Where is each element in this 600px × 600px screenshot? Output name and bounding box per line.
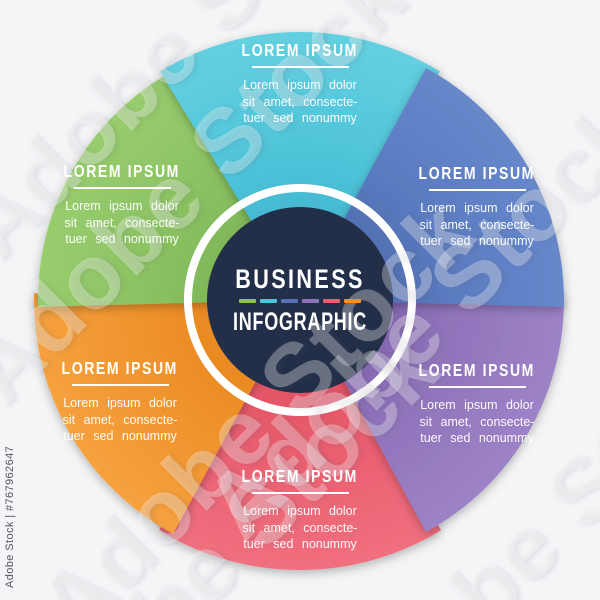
segment-text-top: LOREM IPSUM Lorem ipsum dolor sit amet, …	[185, 40, 415, 127]
heading-underline	[428, 386, 526, 388]
segment-body-line: sit amet, consecte-	[419, 414, 535, 429]
heading-underline	[71, 384, 169, 386]
segment-body-line: sit amet, consecte-	[62, 412, 178, 427]
segment-heading: LOREM IPSUM	[241, 40, 359, 60]
heading-underline	[251, 66, 349, 68]
segment-heading: LOREM IPSUM	[418, 163, 536, 183]
segment-wedge-bottom	[158, 300, 442, 571]
segment-text-bottom-left: LOREM IPSUM Lorem ipsum dolor sit amet, …	[5, 358, 235, 445]
segment-body-line: Lorem ipsum dolor	[420, 201, 534, 215]
color-dash	[323, 299, 340, 303]
segment-body-line: sit amet, consecte-	[64, 215, 180, 230]
segment-body-line: tuer sed nonummy	[243, 537, 357, 551]
segment-body-line: tuer sed nonummy	[420, 431, 534, 445]
color-dash	[239, 299, 256, 303]
adobe-stock-credit: Adobe Stock | #767962647	[4, 445, 16, 588]
segment-body-line: Lorem ipsum dolor	[243, 78, 357, 92]
color-dash	[281, 299, 298, 303]
infographic-title: INFOGRAPHIC	[233, 308, 367, 336]
segment-wedge-top	[160, 32, 440, 300]
segment-body-line: tuer sed nonummy	[65, 232, 179, 246]
segment-text-bottom-right: LOREM IPSUM Lorem ipsum dolor sit amet, …	[362, 360, 592, 447]
color-dash	[260, 299, 277, 303]
segment-text-top-left: LOREM IPSUM Lorem ipsum dolor sit amet, …	[7, 161, 237, 248]
color-dash-row	[195, 299, 405, 303]
segment-heading: LOREM IPSUM	[63, 161, 181, 181]
segment-body-line: Lorem ipsum dolor	[63, 396, 177, 410]
segment-body-line: tuer sed nonummy	[243, 111, 357, 125]
heading-underline	[251, 492, 349, 494]
segment-body-line: sit amet, consecte-	[419, 217, 535, 232]
segment-body-line: Lorem ipsum dolor	[65, 199, 179, 213]
center-circle	[207, 207, 393, 393]
segment-heading: LOREM IPSUM	[61, 358, 179, 378]
segment-body-line: tuer sed nonummy	[420, 234, 534, 248]
business-title: BUSINESS	[235, 264, 365, 294]
center-title-card: BUSINESS INFOGRAPHIC	[195, 264, 405, 336]
segment-text-bottom: LOREM IPSUM Lorem ipsum dolor sit amet, …	[185, 466, 415, 553]
segment-body-line: Lorem ipsum dolor	[420, 398, 534, 412]
segment-body-line: Lorem ipsum dolor	[243, 504, 357, 518]
heading-underline	[73, 187, 171, 189]
segment-body-line: sit amet, consecte-	[242, 520, 358, 535]
color-dash	[302, 299, 319, 303]
heading-underline	[428, 189, 526, 191]
segment-heading: LOREM IPSUM	[241, 466, 359, 486]
segment-heading: LOREM IPSUM	[418, 360, 536, 380]
center-ring	[184, 184, 416, 416]
color-dash	[344, 299, 361, 303]
segment-text-top-right: LOREM IPSUM Lorem ipsum dolor sit amet, …	[362, 163, 592, 250]
segment-body-line: tuer sed nonummy	[63, 429, 177, 443]
segment-body-line: sit amet, consecte-	[242, 94, 358, 109]
